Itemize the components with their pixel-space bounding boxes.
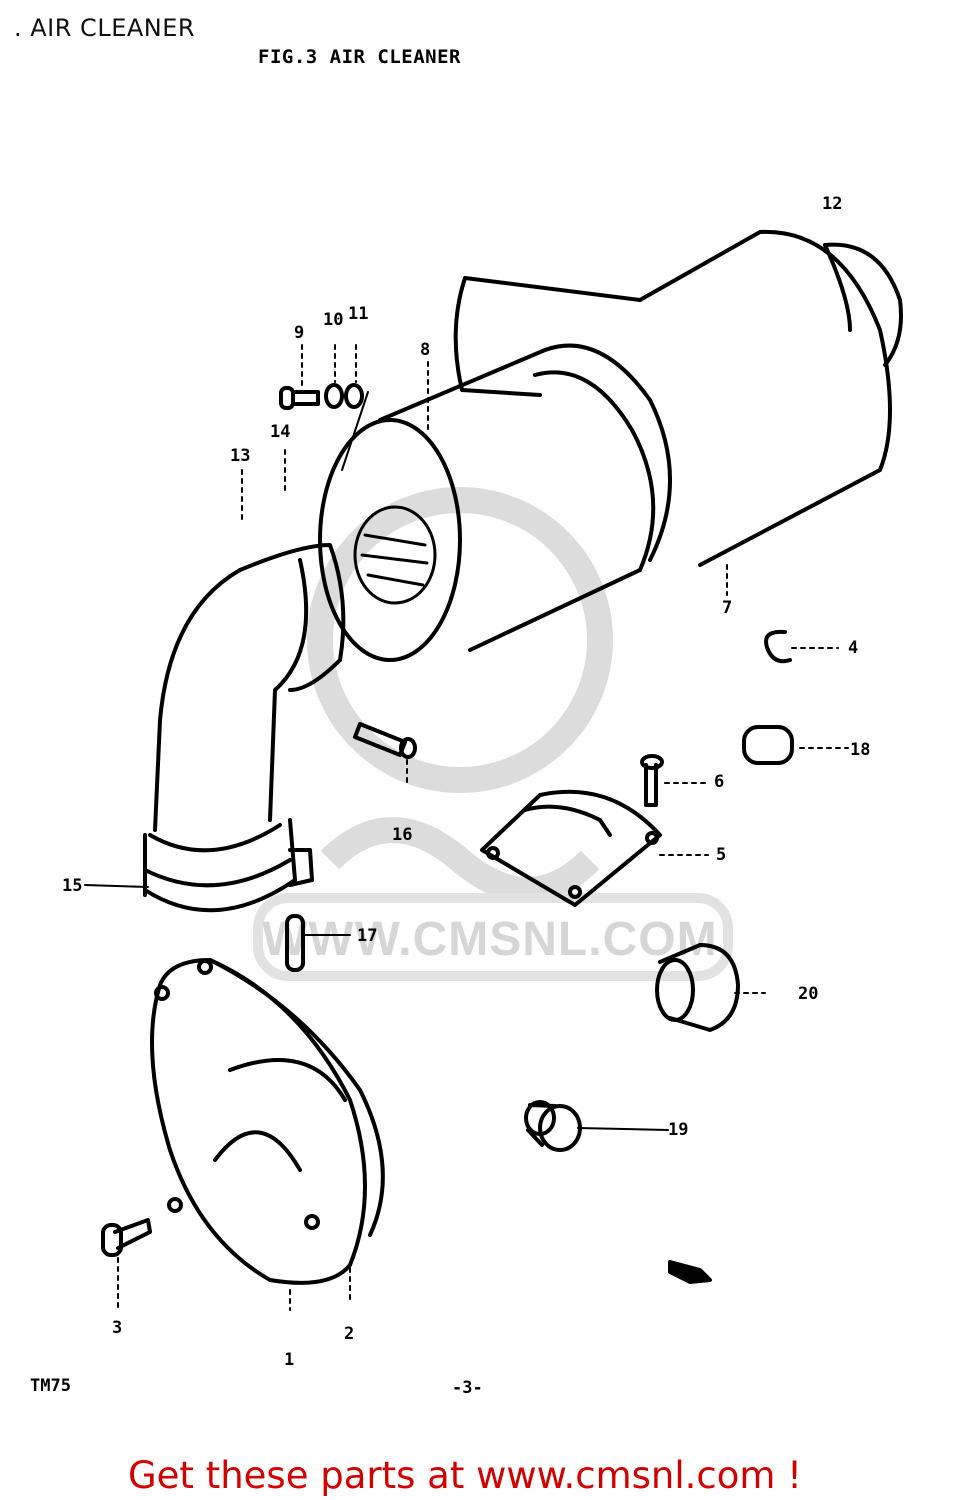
callout-2: 2: [344, 1324, 355, 1344]
callout-10: 10: [323, 310, 344, 330]
callout-12: 12: [822, 194, 843, 214]
callout-18: 18: [850, 740, 871, 760]
part-flange-5: [480, 789, 662, 907]
part-intake-hose: [143, 543, 346, 913]
page-heading: . AIR CLEANER: [14, 14, 196, 42]
callout-8: 8: [420, 340, 431, 360]
part-screw-3: [101, 1218, 152, 1257]
part-washer-11: [344, 383, 364, 409]
callout-19: 19: [668, 1120, 689, 1140]
arrow-marker: [668, 1260, 712, 1284]
part-element-mesh: [353, 505, 437, 605]
callout-14: 14: [270, 422, 291, 442]
part-bolt-9: [279, 386, 320, 410]
callout-17: 17: [357, 926, 378, 946]
figure-title: FIG.3 AIR CLEANER: [258, 46, 461, 68]
part-clip-4: [764, 629, 792, 664]
part-grommet-18: [742, 725, 794, 765]
callout-11: 11: [348, 304, 369, 324]
part-washer-10: [324, 383, 344, 409]
part-cap-19: [524, 1100, 582, 1152]
callout-1: 1: [284, 1350, 295, 1370]
callout-13: 13: [230, 446, 251, 466]
callout-7: 7: [722, 598, 733, 618]
footer-link-text[interactable]: Get these parts at www.cmsnl.com !: [128, 1454, 803, 1497]
model-code: TM75: [30, 1376, 71, 1396]
part-pin-17: [285, 914, 305, 972]
part-collar-20: [655, 943, 740, 1032]
part-bolt-6: [640, 754, 664, 807]
callout-3: 3: [112, 1318, 123, 1338]
callout-4: 4: [848, 638, 859, 658]
part-cover: [150, 958, 385, 1285]
part-bolt-16: [353, 722, 417, 759]
part-air-cleaner-body: [318, 229, 903, 662]
callout-20: 20: [798, 984, 819, 1004]
callout-9: 9: [294, 323, 305, 343]
callout-16: 16: [392, 825, 413, 845]
leader-lines-solid: [84, 391, 669, 1131]
callout-6: 6: [714, 772, 725, 792]
page-number: -3-: [452, 1378, 483, 1398]
watermark-text: WWW.CMSNL.COM: [262, 913, 718, 966]
callout-5: 5: [716, 845, 727, 865]
callout-15: 15: [62, 876, 83, 896]
leader-lines: [117, 344, 849, 1311]
